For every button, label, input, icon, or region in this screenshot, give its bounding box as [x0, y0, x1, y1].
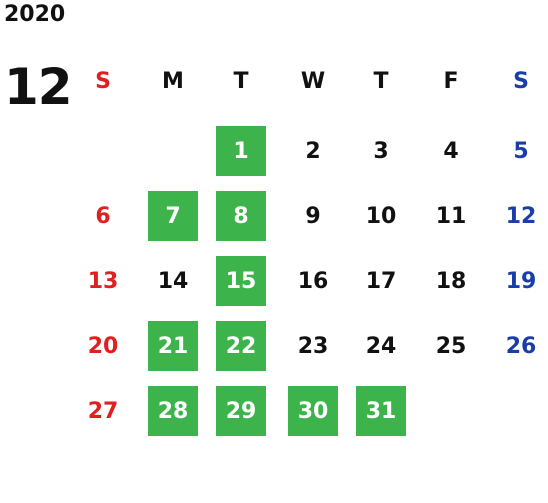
day-number: 3 [373, 138, 389, 164]
day-number: 7 [165, 203, 181, 229]
day-number: 25 [435, 333, 467, 359]
day-number: 11 [435, 203, 467, 229]
weekday-header-mon: M [162, 68, 184, 94]
day-number: 26 [505, 333, 537, 359]
day-cell-31: 31 [356, 386, 406, 436]
day-cell-29: 29 [216, 386, 266, 436]
day-number: 8 [233, 203, 249, 229]
weekday-header-sun: S [95, 68, 111, 94]
day-cell-15: 15 [216, 256, 266, 306]
day-number: 30 [297, 398, 329, 424]
day-number: 9 [305, 203, 321, 229]
day-cell-18: 18 [426, 256, 476, 306]
day-cell-23: 23 [288, 321, 338, 371]
day-cell-24: 24 [356, 321, 406, 371]
day-cell-28: 28 [148, 386, 198, 436]
day-number: 4 [443, 138, 459, 164]
day-cell-22: 22 [216, 321, 266, 371]
day-number: 22 [225, 333, 257, 359]
day-cell-19: 19 [496, 256, 546, 306]
day-number: 10 [365, 203, 397, 229]
day-cell-1: 1 [216, 126, 266, 176]
day-number: 1 [233, 138, 249, 164]
day-cell-9: 9 [288, 191, 338, 241]
day-highlight [216, 321, 266, 371]
day-highlight [216, 191, 266, 241]
day-cell-20: 20 [78, 321, 128, 371]
day-cell-11: 11 [426, 191, 476, 241]
day-number: 20 [87, 333, 119, 359]
day-cell-2: 2 [288, 126, 338, 176]
day-number: 27 [87, 398, 119, 424]
day-number: 12 [505, 203, 537, 229]
day-number: 6 [95, 203, 111, 229]
weekday-header-sat: S [513, 68, 529, 94]
day-number: 16 [297, 268, 329, 294]
day-cell-5: 5 [496, 126, 546, 176]
weekday-header-fri: F [443, 68, 459, 94]
day-number: 31 [365, 398, 397, 424]
day-number: 19 [505, 268, 537, 294]
day-cell-12: 12 [496, 191, 546, 241]
year-label: 2020 [4, 2, 66, 27]
day-number: 24 [365, 333, 397, 359]
day-number: 28 [157, 398, 189, 424]
day-number: 13 [87, 268, 119, 294]
weekday-header-thu: T [373, 68, 389, 94]
day-cell-7: 7 [148, 191, 198, 241]
weekday-header-wed: W [300, 68, 326, 94]
day-highlight [356, 386, 406, 436]
day-highlight [148, 386, 198, 436]
day-number: 2 [305, 138, 321, 164]
day-number: 14 [157, 268, 189, 294]
day-cell-10: 10 [356, 191, 406, 241]
day-cell-26: 26 [496, 321, 546, 371]
day-cell-27: 27 [78, 386, 128, 436]
day-cell-14: 14 [148, 256, 198, 306]
day-cell-16: 16 [288, 256, 338, 306]
day-highlight [216, 386, 266, 436]
day-cell-8: 8 [216, 191, 266, 241]
month-number: 12 [4, 58, 73, 116]
day-cell-13: 13 [78, 256, 128, 306]
day-number: 18 [435, 268, 467, 294]
day-number: 17 [365, 268, 397, 294]
day-highlight [288, 386, 338, 436]
day-cell-25: 25 [426, 321, 476, 371]
day-highlight [216, 256, 266, 306]
day-highlight [216, 126, 266, 176]
day-cell-21: 21 [148, 321, 198, 371]
day-cell-3: 3 [356, 126, 406, 176]
day-highlight [148, 191, 198, 241]
day-cell-4: 4 [426, 126, 476, 176]
day-number: 23 [297, 333, 329, 359]
day-cell-17: 17 [356, 256, 406, 306]
weekday-header-tue: T [233, 68, 249, 94]
day-number: 15 [225, 268, 257, 294]
day-highlight [148, 321, 198, 371]
day-cell-30: 30 [288, 386, 338, 436]
day-number: 5 [513, 138, 529, 164]
day-number: 29 [225, 398, 257, 424]
day-cell-6: 6 [78, 191, 128, 241]
day-number: 21 [157, 333, 189, 359]
